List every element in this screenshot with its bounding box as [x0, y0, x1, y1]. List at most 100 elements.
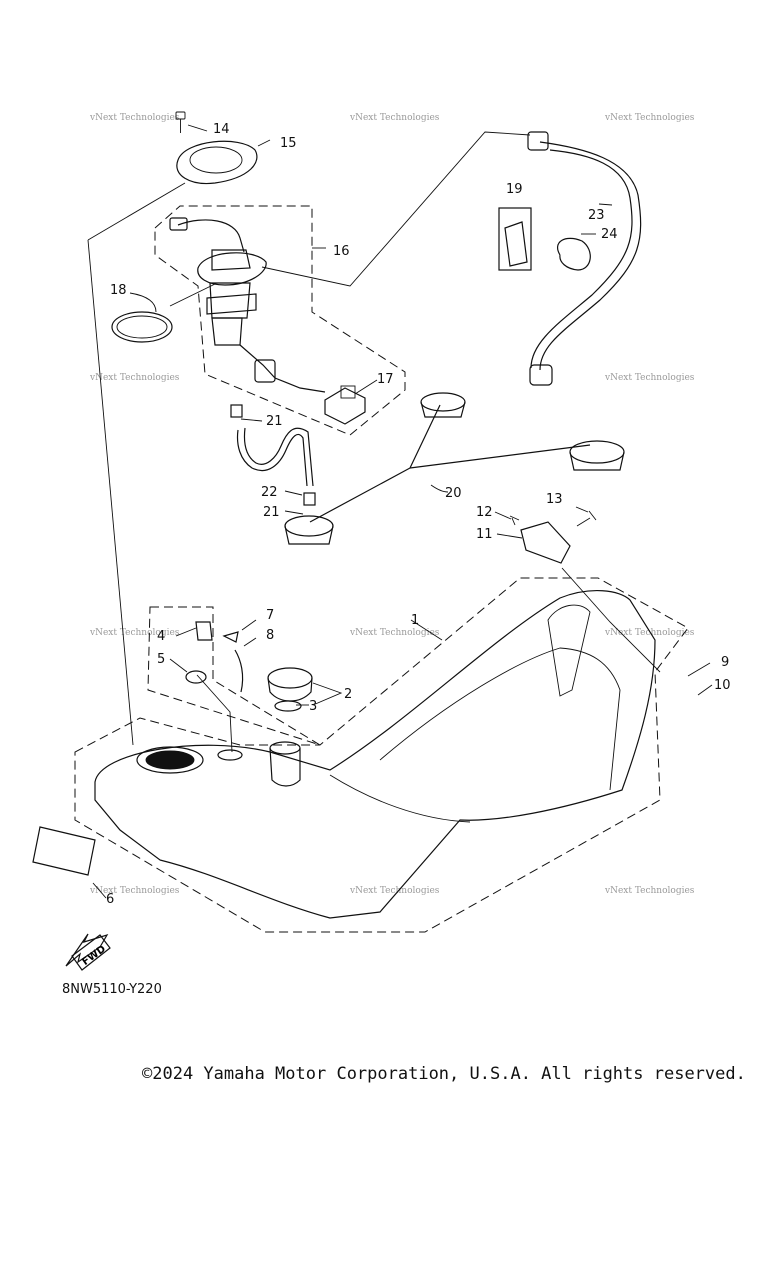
sensor-cap [340, 385, 356, 399]
plate-inner [189, 146, 243, 174]
watermark: vNext Technologies [604, 373, 695, 383]
watermark: vNext Technologies [89, 628, 180, 638]
o-ring-18-inner [116, 315, 168, 339]
hose-clamp-21b [303, 492, 316, 506]
leader-line [169, 283, 216, 307]
callout-12: 12 [476, 505, 493, 520]
clip-body [504, 221, 528, 267]
watermark: vNext Technologies [604, 113, 695, 123]
callout-3: 3 [309, 699, 317, 714]
copyright-notice: ©2024 Yamaha Motor Corporation, U.S.A. A… [142, 1064, 746, 1084]
callout-14: 14 [213, 122, 230, 137]
callout-10: 10 [714, 678, 731, 693]
pump-lower [211, 317, 243, 346]
sensor-body [324, 387, 366, 425]
leader-line [561, 567, 661, 673]
callout-21b: 21 [263, 505, 280, 520]
leader-line [494, 511, 512, 520]
callout-22: 22 [261, 485, 278, 500]
hose-22 [236, 429, 308, 487]
tank-ridge [329, 774, 471, 823]
pipe-b [409, 444, 591, 469]
fuel-pump-16 [169, 217, 326, 393]
fwd-arrow-shape [65, 933, 109, 967]
callout-9: 9 [721, 655, 729, 670]
callout-5: 5 [157, 652, 165, 667]
assembly-outlines [74, 205, 689, 933]
leader-line [196, 674, 233, 753]
leader-line [129, 292, 157, 313]
callout-numbers: 1 2 3 4 5 6 7 8 9 10 11 12 13 14 15 16 1… [106, 122, 731, 907]
pump-top [211, 249, 251, 271]
leader-line [687, 662, 711, 677]
hose-clip-24 [557, 237, 591, 271]
leader-line [87, 182, 186, 241]
hose-8 [234, 649, 244, 693]
filler-neck-body [269, 747, 301, 787]
leader-line [240, 418, 263, 422]
watermark: vNext Technologies [604, 628, 695, 638]
fwd-arrow-box [71, 934, 111, 971]
filler-group [185, 621, 244, 693]
callout-6: 6 [106, 892, 114, 907]
leader-line [697, 684, 713, 696]
callout-7: 7 [266, 608, 274, 623]
leader-line [87, 239, 134, 746]
pump-opening-inner [145, 750, 195, 770]
pump-opening [136, 746, 204, 774]
leader-lines [87, 124, 713, 899]
leader-line [175, 627, 197, 637]
callout-17: 17 [377, 372, 394, 387]
pump-body [209, 282, 251, 319]
watermark: vNext Technologies [604, 886, 695, 896]
label-6 [32, 826, 96, 876]
leader-line [575, 506, 589, 513]
fuel-pump-assembly-outline [154, 205, 406, 436]
cap-side [267, 677, 313, 702]
bolt-13 [576, 510, 597, 527]
cap-left [284, 515, 334, 537]
gasket-3 [274, 700, 302, 712]
fitting-7 [222, 631, 239, 643]
watermark: vNext Technologies [89, 373, 180, 383]
callout-21a: 21 [266, 414, 283, 429]
hose-outer [539, 141, 642, 371]
callout-8: 8 [266, 628, 274, 643]
pipe-c [309, 467, 411, 523]
leader-line [598, 203, 613, 206]
fuel-level-sender [254, 359, 276, 383]
callout-13: 13 [546, 492, 563, 507]
grommet-5 [185, 670, 207, 684]
pump-flange [197, 252, 267, 286]
cap-top [267, 667, 313, 689]
pump-filter [206, 293, 257, 315]
leader-line [430, 484, 449, 493]
tank-channel [547, 604, 591, 697]
clip-frame [498, 207, 532, 271]
callout-18: 18 [110, 283, 127, 298]
watermark: vNext Technologies [89, 886, 180, 896]
fuel-hose-22 [230, 404, 316, 506]
leader-line [92, 882, 107, 899]
breather-pipes-20 [284, 392, 625, 545]
leader-line [261, 131, 531, 287]
pipe-a [409, 404, 441, 469]
leader-line [312, 682, 343, 706]
check-valve-4 [195, 621, 213, 641]
clip-19 [498, 207, 532, 271]
bracket-body [520, 521, 571, 564]
ring-plate-15 [176, 140, 258, 185]
callout-20: 20 [445, 486, 462, 501]
filler-neck [269, 741, 301, 755]
fuel-hose-23 [527, 131, 642, 386]
watermark-group: vNext Technologies vNext Technologies vN… [89, 113, 695, 896]
bracket-11 [509, 510, 597, 564]
hose-fitting-bottom [529, 364, 553, 386]
cap-top-skirt [420, 401, 466, 418]
leader-line [354, 379, 378, 395]
leader-line [243, 637, 257, 647]
cap-right [569, 440, 625, 464]
hose-22-inner [243, 427, 314, 487]
watermark: vNext Technologies [349, 113, 440, 123]
tank-saddle [379, 647, 621, 791]
